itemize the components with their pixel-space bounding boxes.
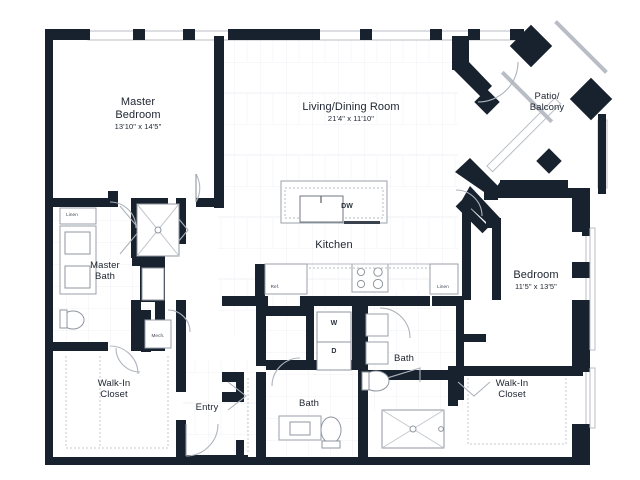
cooktop	[351, 263, 389, 293]
laundry	[316, 311, 352, 371]
wall-exterior-bottom	[45, 457, 590, 465]
patio-diagonal-walls	[500, 20, 608, 194]
kitchen-island	[280, 180, 388, 224]
master-shower	[136, 203, 180, 257]
wall-bath-center-left	[256, 306, 266, 366]
master-vanity	[59, 207, 97, 295]
refrigerator	[264, 263, 308, 295]
wall-top-left	[45, 29, 90, 40]
master-bedroom-floor	[50, 36, 220, 201]
bath-center-toilet	[320, 416, 342, 449]
wall-bedroom-bottom	[448, 366, 583, 376]
bath-right-toilet	[361, 370, 390, 392]
wall-master-bath-bottom	[48, 342, 108, 351]
floor-surfaces	[45, 35, 590, 465]
wall-kitchen-left	[222, 296, 260, 306]
fixtures	[59, 180, 459, 449]
wall-master-bedroom-right	[214, 36, 224, 208]
wall-master-bedroom-bottom-a	[48, 198, 108, 207]
wall-exterior-left	[45, 29, 53, 465]
closet-shelving	[65, 356, 567, 452]
linen-closet-master	[59, 207, 97, 225]
bath-center-vanity	[278, 415, 322, 441]
entry-floor	[183, 360, 258, 465]
bath-right-shower	[381, 409, 445, 449]
master-tub	[141, 267, 165, 301]
master-toilet	[59, 309, 85, 330]
linen-cabinet-hall	[429, 263, 459, 295]
mechanical-unit	[144, 319, 172, 349]
